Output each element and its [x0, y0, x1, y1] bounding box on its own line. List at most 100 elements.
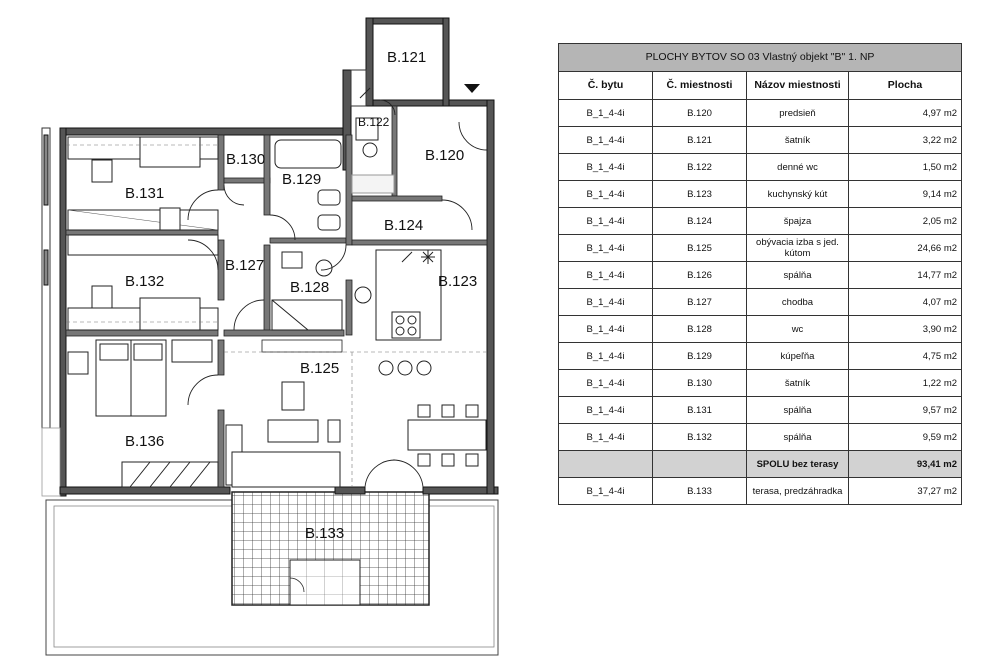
table-cell: B.122: [652, 153, 747, 181]
table-cell: [652, 450, 747, 478]
room-label: B.128: [290, 279, 329, 296]
table-cell: B.130: [652, 369, 747, 397]
table-cell: B.131: [652, 396, 747, 424]
table-cell: 2,05 m2: [847, 207, 963, 235]
table-cell: wc: [746, 315, 849, 343]
table-cell: chodba: [746, 288, 849, 316]
table-cell: kúpeľňa: [746, 342, 849, 370]
room-label: B.120: [425, 147, 464, 164]
header-room-no: Č. miestnosti: [652, 71, 747, 100]
header-apartment-no: Č. bytu: [558, 71, 653, 100]
table-cell: B.124: [652, 207, 747, 235]
table-cell: B.129: [652, 342, 747, 370]
table-cell: B.123: [652, 180, 747, 208]
north-arrow-icon: [464, 84, 480, 93]
table-cell: B_1_4-4i: [558, 315, 653, 343]
floor-plan: B.121 B.122 B.120 B.130 B.129 B.131 B.12…: [41, 17, 499, 656]
table-cell: obývacia izba s jed. kútom: [746, 234, 849, 262]
table-cell: B_1_4-4i: [558, 288, 653, 316]
room-label: B.127: [225, 257, 264, 274]
table-cell: denné wc: [746, 153, 849, 181]
table-cell: B_1_4-4i: [558, 369, 653, 397]
table-cell: spálňa: [746, 261, 849, 289]
table-cell: spálňa: [746, 423, 849, 451]
room-label: B.133: [305, 525, 344, 542]
table-cell: B_1_4-4i: [558, 207, 653, 235]
table-cell: spálňa: [746, 396, 849, 424]
table-cell: 3,90 m2: [847, 315, 963, 343]
table-cell: B_1_4-4i: [558, 126, 653, 154]
room-label: B.129: [282, 171, 321, 188]
total-label: SPOLU bez terasy: [746, 450, 849, 478]
table-header-row: Č. bytu Č. miestnosti Názov miestnosti P…: [558, 71, 963, 100]
table-cell: 1,50 m2: [847, 153, 963, 181]
terrace: [45, 491, 499, 656]
table-title: PLOCHY BYTOV SO 03 Vlastný objekt "B" 1.…: [557, 43, 963, 72]
table-cell: B_1_4-4i: [558, 423, 653, 451]
table-cell: B_1_4-4i: [558, 180, 653, 208]
table-cell: šatník: [746, 369, 849, 397]
table-cell: špajza: [746, 207, 849, 235]
table-cell: 14,77 m2: [847, 261, 963, 289]
table-cell: 4,75 m2: [847, 342, 963, 370]
table-cell: kuchynský kút: [746, 180, 849, 208]
table-cell: B.127: [652, 288, 747, 316]
room-label: B.124: [384, 217, 423, 234]
table-cell: 9,14 m2: [847, 180, 963, 208]
table-cell: B_1_4-4i: [558, 477, 653, 505]
header-room-name: Názov miestnosti: [746, 71, 849, 100]
table-cell: B.121: [652, 126, 747, 154]
area-schedule-table: PLOCHY BYTOV SO 03 Vlastný objekt "B" 1.…: [557, 43, 963, 505]
table-title-row: PLOCHY BYTOV SO 03 Vlastný objekt "B" 1.…: [557, 43, 963, 72]
room-label: B.131: [125, 185, 164, 202]
outer-walls: [41, 17, 499, 497]
table-row-terrace: B_1_4-4i B.133 terasa, predzáhradka 37,2…: [558, 477, 963, 505]
doors: [187, 99, 488, 488]
room-labels: B.121 B.122 B.120 B.130 B.129 B.131 B.12…: [125, 49, 477, 542]
total-value: 93,41 m2: [847, 450, 963, 478]
table-cell: B_1_4-4i: [558, 99, 653, 127]
table-cell: 4,07 m2: [847, 288, 963, 316]
table-cell: B.132: [652, 423, 747, 451]
table-cell: B.120: [652, 99, 747, 127]
table-cell: B.126: [652, 261, 747, 289]
room-label: B.130: [226, 151, 265, 168]
room-label: B.132: [125, 273, 164, 290]
header-area: Plocha: [847, 71, 963, 100]
table-cell: B_1_4-4i: [558, 234, 653, 262]
table-cell: 37,27 m2: [847, 477, 963, 505]
table-cell: 9,57 m2: [847, 396, 963, 424]
table-cell: 3,22 m2: [847, 126, 963, 154]
room-label: B.136: [125, 433, 164, 450]
electrical-symbols: [359, 87, 435, 264]
room-label: B.125: [300, 360, 339, 377]
table-cell: predsieň: [746, 99, 849, 127]
table-cell: 4,97 m2: [847, 99, 963, 127]
dashed-lines: [66, 144, 487, 487]
table-cell: B_1_4-4i: [558, 153, 653, 181]
table-cell: šatník: [746, 126, 849, 154]
table-cell: terasa, predzáhradka: [746, 477, 849, 505]
room-label: B.121: [387, 49, 426, 66]
table-cell: B.128: [652, 315, 747, 343]
table-cell: B_1_4-4i: [558, 396, 653, 424]
total-row: SPOLU bez terasy 93,41 m2: [558, 450, 963, 478]
table-cell: 24,66 m2: [847, 234, 963, 262]
table-cell: 9,59 m2: [847, 423, 963, 451]
table-cell: B.133: [652, 477, 747, 505]
table-cell: B_1_4-4i: [558, 261, 653, 289]
room-label: B.123: [438, 273, 477, 290]
